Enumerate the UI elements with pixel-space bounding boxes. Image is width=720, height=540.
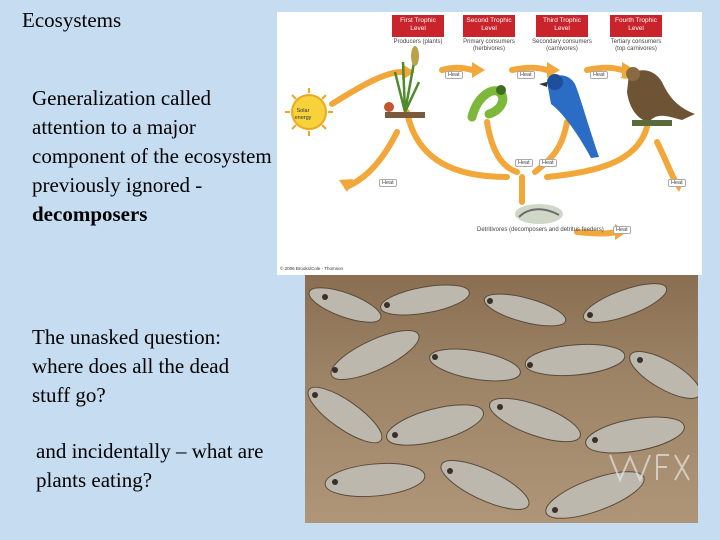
caterpillar-icon bbox=[467, 85, 508, 122]
heat-label: Heat bbox=[539, 159, 557, 167]
dead-fish-illustration bbox=[307, 283, 698, 519]
generalization-prefix: Generalization called attention to a maj… bbox=[32, 86, 272, 197]
decomposers-icon bbox=[515, 204, 563, 224]
copyright-text: © 2006 Brooks/Cole - Thomson bbox=[280, 266, 344, 271]
carnivore-to-decomposer-arrow bbox=[544, 124, 650, 180]
level-subtitle-4: Tertiary consumers (top carnivores) bbox=[610, 39, 662, 52]
plant-icon bbox=[384, 46, 425, 118]
heat-label: Heat bbox=[445, 71, 463, 79]
solar-energy-label: Solar energy bbox=[294, 108, 312, 121]
top-carnivore-heat-arrow bbox=[654, 139, 680, 187]
heat-label: Heat bbox=[517, 71, 535, 79]
slide-title: Ecosystems bbox=[22, 8, 122, 32]
blue-bird-icon bbox=[539, 74, 599, 158]
level-box-1: First Trophic Level bbox=[392, 15, 444, 37]
producer-to-decomposer-arrow bbox=[404, 109, 510, 180]
level-box-4: Fourth Trophic Level bbox=[610, 15, 662, 37]
producer-heat-arrow bbox=[344, 129, 400, 190]
energy-flow-arrows bbox=[285, 46, 695, 240]
heat-label: Heat bbox=[379, 179, 397, 187]
level-subtitle-1: Producers (plants) bbox=[393, 39, 443, 45]
sun-icon bbox=[285, 88, 333, 136]
level-subtitle-3: Secondary consumers (carnivores) bbox=[532, 39, 592, 52]
heat-label: Heat bbox=[668, 179, 686, 187]
hawk-icon bbox=[620, 67, 695, 126]
detritivores-label: Detritivores (decomposers and detritus f… bbox=[477, 227, 604, 233]
level-subtitle-2: Primary consumers (herbivores) bbox=[463, 39, 515, 52]
heat-label: Heat bbox=[613, 226, 631, 234]
heat-label: Heat bbox=[515, 159, 533, 167]
incidental-text: and incidentally – what are plants eatin… bbox=[36, 439, 264, 492]
generalization-text: Generalization called attention to a maj… bbox=[32, 84, 272, 229]
heat-label: Heat bbox=[590, 71, 608, 79]
photo-watermark-logo bbox=[609, 454, 690, 483]
level-box-3: Third Trophic Level bbox=[536, 15, 588, 37]
decomposers-emphasis: decomposers bbox=[32, 202, 148, 226]
solar-to-producer-arrow bbox=[329, 69, 405, 107]
dead-fish-photo bbox=[305, 275, 698, 523]
level-box-2: Second Trophic Level bbox=[463, 15, 515, 37]
trophic-levels-diagram: First Trophic Level Second Trophic Level… bbox=[277, 12, 702, 275]
question-text: The unasked question: where does all the… bbox=[32, 325, 230, 407]
